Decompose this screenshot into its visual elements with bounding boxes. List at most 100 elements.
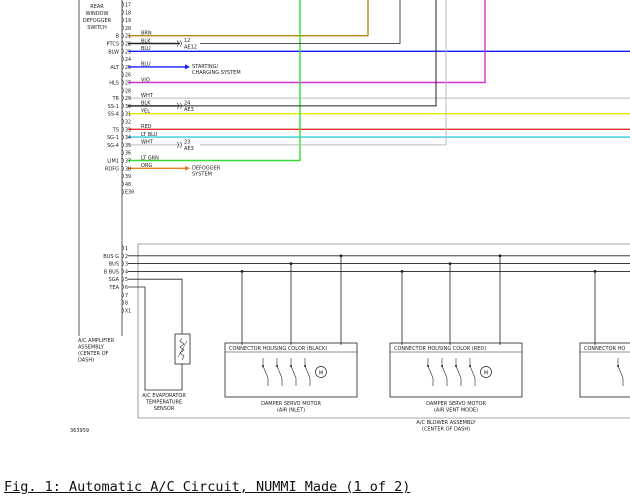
switch-contact [262, 365, 264, 367]
switch-contact [617, 365, 619, 367]
pin-arc [121, 48, 124, 55]
side-label: BLW [108, 49, 119, 55]
splice-number: 12 [184, 38, 190, 44]
pin-number: 21 [125, 34, 131, 40]
bus-junction [289, 262, 293, 265]
blower-assembly-label: (CENTER OF DASH) [422, 427, 470, 433]
switch-blade [304, 365, 311, 379]
pin-number: 29 [125, 96, 131, 102]
pin-number: 28 [125, 88, 131, 94]
bus-junction [448, 262, 452, 265]
side-label: ALT [110, 65, 120, 71]
wire-color-label: BLK [141, 38, 151, 44]
wire-color-label: WHT [141, 93, 154, 99]
splice-symbol [176, 141, 182, 149]
pin-arc [121, 71, 124, 78]
pin-number: 4 [125, 269, 128, 275]
pin-number: 20 [125, 26, 131, 32]
wire-35-continuation [200, 0, 447, 146]
motor-symbol-label: M [484, 371, 488, 377]
sensor-label: SENSOR [154, 406, 175, 412]
pin-number: 27 [125, 81, 131, 87]
pin-number: 24 [125, 57, 131, 63]
side-label: SG-1 [107, 135, 119, 141]
sensor-wire-sga [128, 278, 183, 334]
module-top-label: REAR [90, 4, 104, 10]
connector-color-label: CONNECTOR HOUSING COLOR (RED) [394, 346, 486, 352]
pin-arc [121, 40, 124, 47]
side-label: TEA [108, 285, 119, 291]
motor-housing [579, 342, 630, 398]
sensor-label: TEMPERATURE [145, 400, 182, 406]
side-label: HLS [109, 81, 119, 87]
blower-assembly-label: A/C BLOWER ASSEMBLY [416, 420, 476, 426]
pin-arc [121, 165, 124, 172]
pin-arc [121, 157, 124, 164]
switch-blade [427, 365, 434, 379]
pin-arc [121, 118, 124, 125]
destination-label: DEFOGGER [192, 165, 221, 171]
motor-title: (AIR INLET) [277, 408, 305, 414]
pin-arc [121, 283, 124, 291]
side-label: SG-4 [107, 143, 119, 149]
wire-color-label: YEL [140, 109, 150, 115]
pin-arc [121, 9, 124, 16]
pin-number: 25 [125, 65, 131, 71]
motor-symbol-label: M [319, 371, 323, 377]
arrow-head [185, 64, 190, 70]
servo-motors [224, 342, 630, 398]
wire-color-label: LT BLU [141, 132, 158, 138]
switch-blade [469, 365, 476, 379]
wire-color-label: BLU [141, 62, 151, 68]
pin-arc [121, 268, 124, 275]
pin-number: 34 [125, 135, 131, 141]
pin-arc [121, 180, 124, 188]
side-label: SS-4 [108, 112, 119, 118]
side-label: B [116, 34, 120, 40]
bus-junction [400, 270, 404, 273]
pin-number: 2 [125, 254, 128, 260]
pin-number: 33 [125, 127, 131, 133]
pin-number: 8 [125, 301, 128, 307]
thermistor-symbol [179, 337, 185, 361]
splice-code: AE3 [184, 107, 194, 113]
sensor-label: A/C EVAPORATOR [142, 393, 186, 399]
wire-30-continuation [128, 0, 437, 107]
pin-arc [121, 252, 124, 260]
pin-arc [121, 126, 124, 133]
pin-arc [121, 79, 124, 86]
pin-number: E30 [125, 190, 134, 196]
destination-label: STARTING/ [192, 64, 219, 70]
pin-number: 35 [125, 143, 131, 149]
wire-color-label: WHT [141, 140, 154, 146]
switch-blade [262, 365, 269, 379]
pin-arc [121, 149, 124, 156]
side-label: B BUS [104, 269, 119, 275]
pin-number: 1 [125, 246, 128, 252]
side-label: LIM1 [107, 159, 119, 165]
pin-number: 19 [125, 18, 131, 24]
splice-code: AE3 [184, 146, 194, 152]
connector-color-label: CONNECTOR HO [584, 346, 625, 352]
side-label: TR [111, 96, 119, 102]
switch-contact [427, 365, 429, 367]
wire-37 [128, 0, 301, 162]
switch-contact [304, 365, 306, 367]
amplifier-module [78, 0, 124, 336]
pin-number: 18 [125, 10, 131, 16]
motor-housing [224, 342, 358, 398]
pin-arc [121, 275, 124, 283]
motor-title: DAMPER SERVO MOTOR [261, 401, 321, 407]
switch-contact [276, 365, 278, 367]
motor-title: DAMPER SERVO MOTOR [426, 401, 486, 407]
pin-arc [121, 188, 124, 195]
wire-color-label: LT GRN [141, 155, 159, 161]
pin-arc [121, 1, 124, 8]
wire-color-label: ORG [141, 163, 152, 169]
pin-number: 7 [125, 293, 128, 299]
pin-number: 22 [125, 42, 131, 48]
pin-number: 3 [125, 262, 128, 268]
pin-number: 23 [125, 49, 131, 55]
